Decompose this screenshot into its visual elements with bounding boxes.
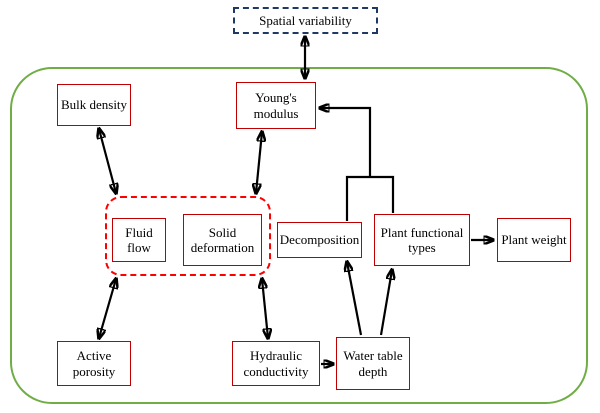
node-fluid-flow: Fluid flow — [112, 218, 166, 262]
node-active-porosity: Active porosity — [57, 341, 131, 386]
node-youngs-modulus: Young's modulus — [236, 82, 316, 129]
node-plant-weight: Plant weight — [497, 218, 571, 262]
node-decomposition: Decomposition — [277, 222, 362, 258]
node-plant-functional-types: Plant functional types — [374, 214, 470, 266]
coupled-group-outline — [105, 196, 271, 276]
system-boundary — [10, 67, 588, 404]
node-solid-deformation: Solid deformation — [183, 214, 262, 266]
node-hydraulic-conductivity: Hydraulic conductivity — [232, 341, 320, 386]
node-bulk-density: Bulk density — [57, 84, 131, 126]
node-water-table-depth: Water table depth — [336, 337, 410, 390]
node-spatial-variability: Spatial variability — [233, 7, 378, 34]
